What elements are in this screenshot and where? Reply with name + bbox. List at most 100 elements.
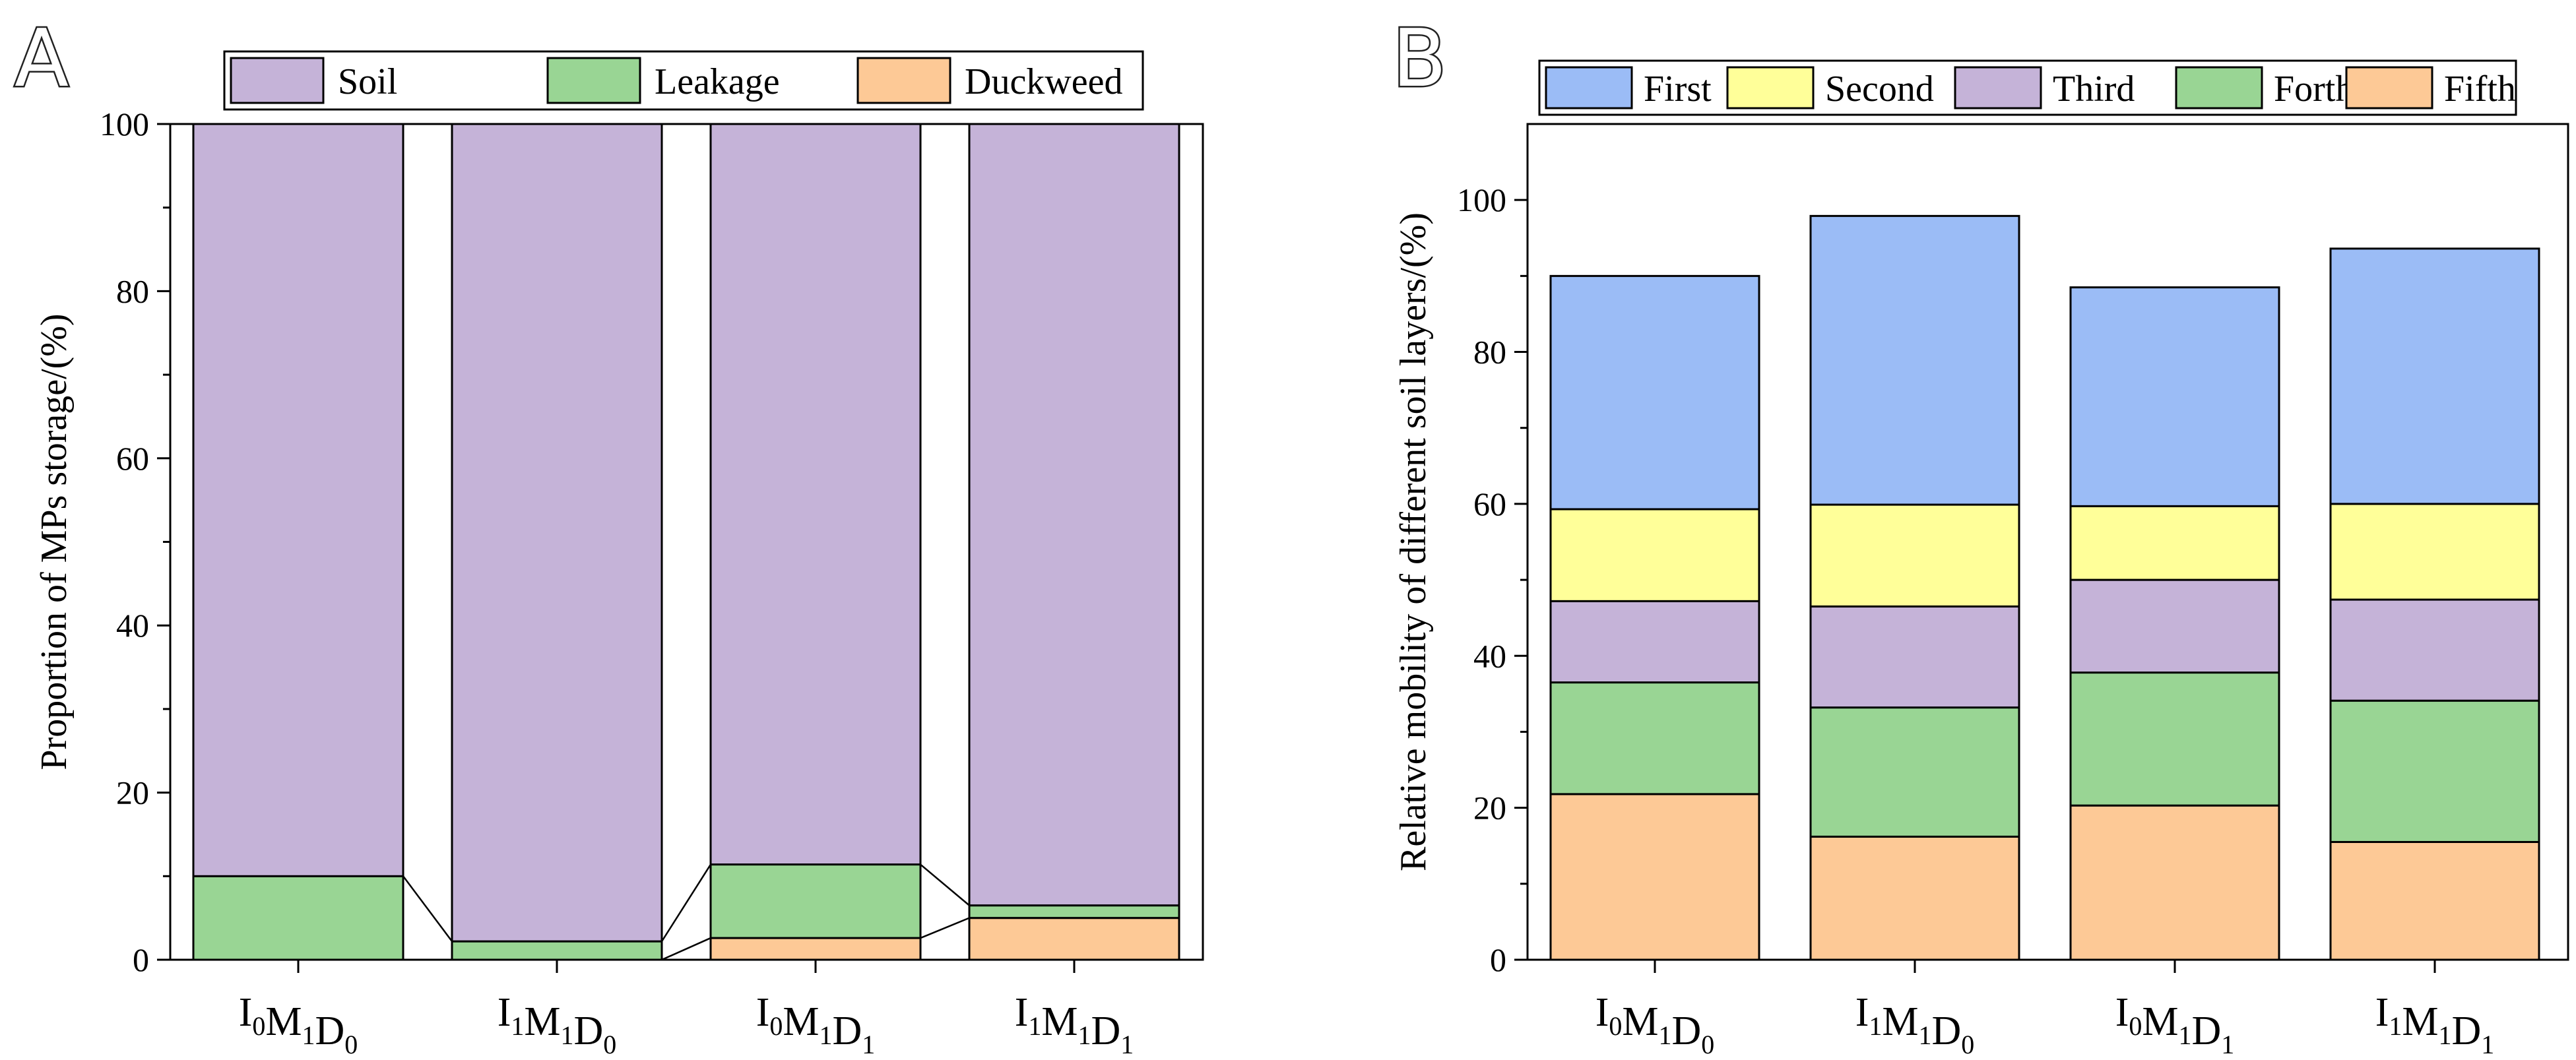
legend-swatch-second [1726,66,1815,109]
bar-first-0 [1549,274,1760,511]
x-label-subscript: 1 [511,1011,524,1041]
y-tick-label: 40 [1473,637,1506,674]
bar-forth-2 [2069,671,2280,807]
y-tick-label: 20 [1473,790,1506,826]
x-label-subscript: 1 [2221,1030,2234,1059]
x-label-letter: M [1041,999,1078,1044]
bar-fifth-3 [2329,840,2540,961]
legend-label-fifth: Fifth [2444,69,2516,109]
x-label-subscript: 1 [1120,1030,1134,1059]
x-tick-label-1: I1M1D0 [498,990,617,1059]
bar-duckweed-3 [968,917,1180,961]
x-label-subscript: 1 [1659,1020,1672,1050]
bar-second-1 [1809,503,2020,608]
connector-line [402,875,453,942]
legend-label-leakage: Leakage [655,61,780,102]
y-tick-label: 0 [133,941,149,978]
x-label-subscript: 0 [1701,1030,1714,1059]
x-label-letter: I [2115,990,2129,1035]
y-tick-label: 40 [116,607,149,644]
x-label-subscript: 1 [862,1030,875,1059]
x-label-subscript: 1 [561,1020,574,1050]
x-label-letter: I [1015,990,1029,1035]
x-tick-label-1: I1M1D0 [1855,990,1975,1059]
legend-swatch-third [1954,66,2042,109]
x-label-subscript: 0 [1961,1030,1974,1059]
legend-label-second: Second [1825,69,1934,109]
bar-forth-0 [1549,681,1760,795]
panel-b-letter: B [1392,13,1446,105]
bar-second-3 [2329,503,2540,601]
y-tick-label: 80 [116,272,149,309]
x-label-letter: M [524,999,560,1044]
x-tick-label-3: I1M1D1 [1015,990,1134,1059]
legend-label-duckweed: Duckweed [965,61,1122,102]
x-tick-label-2: I0M1D1 [756,990,876,1059]
y-tick-label: 20 [116,774,149,811]
legend-swatch-first [1545,66,1633,109]
bar-third-3 [2329,598,2540,702]
x-label-letter: M [783,999,819,1044]
x-label-subscript: 1 [2439,1020,2452,1050]
connector-line [661,937,711,961]
bar-forth-1 [1809,706,2020,838]
bar-soil-1 [451,123,663,943]
y-axis-title: Proportion of MPs storage/(%) [34,313,75,770]
y-axis-title: Relative mobility of different soil laye… [1393,212,1434,871]
legend-swatch-soil [230,57,325,104]
panel-a-letter: A [15,13,69,105]
x-label-letter: D [1091,1009,1121,1053]
x-label-letter: I [1595,990,1609,1035]
x-label-subscript: 1 [2389,1011,2402,1041]
x-label-letter: I [2375,990,2389,1035]
x-tick-label-2: I0M1D1 [2115,990,2235,1059]
legend-box [223,50,1144,111]
y-tick-label: 80 [1473,334,1506,371]
bar-third-1 [1809,605,2020,709]
bar-leakage-3 [968,904,1180,920]
x-label-letter: D [2452,1009,2482,1053]
y-tick-label: 100 [100,106,149,142]
connector-line [920,863,970,906]
bar-leakage-0 [192,875,404,961]
x-label-letter: D [2192,1009,2222,1053]
x-label-letter: I [239,990,253,1035]
bar-fifth-2 [2069,804,2280,961]
bar-third-0 [1549,600,1760,684]
x-label-subscript: 0 [603,1030,616,1059]
bar-fifth-0 [1549,793,1760,961]
x-label-letter: I [498,990,511,1035]
x-label-letter: M [2402,999,2438,1044]
bar-first-3 [2329,247,2540,505]
x-label-letter: D [1932,1009,1962,1053]
x-label-subscript: 1 [1869,1011,1882,1041]
bar-second-2 [2069,505,2280,581]
x-tick-label-3: I1M1D1 [2375,990,2495,1059]
x-label-subscript: 1 [820,1020,833,1050]
x-label-subscript: 0 [2129,1011,2142,1041]
bar-fifth-1 [1809,835,2020,961]
plot-frame [1526,123,2569,961]
bar-first-2 [2069,286,2280,507]
x-label-subscript: 1 [1028,1011,1041,1041]
x-label-subscript: 0 [252,1011,265,1041]
x-label-subscript: 0 [1609,1011,1622,1041]
legend-swatch-leakage [546,57,641,104]
legend-label-first: First [1644,69,1712,109]
bar-leakage-1 [451,940,663,961]
x-label-letter: D [315,1009,345,1053]
x-label-subscript: 1 [1078,1020,1091,1050]
x-label-subscript: 1 [302,1020,315,1050]
connector-line [920,917,970,939]
connector-line [660,863,712,942]
y-tick-label: 0 [1490,941,1506,978]
legend-swatch-fifth [2345,66,2433,109]
x-label-letter: M [265,999,302,1044]
x-tick-label-0: I0M1D0 [1595,990,1715,1059]
x-label-subscript: 0 [769,1011,783,1041]
bar-second-0 [1549,508,1760,602]
y-tick-label: 60 [116,440,149,477]
legend-label-third: Third [2053,69,2135,109]
